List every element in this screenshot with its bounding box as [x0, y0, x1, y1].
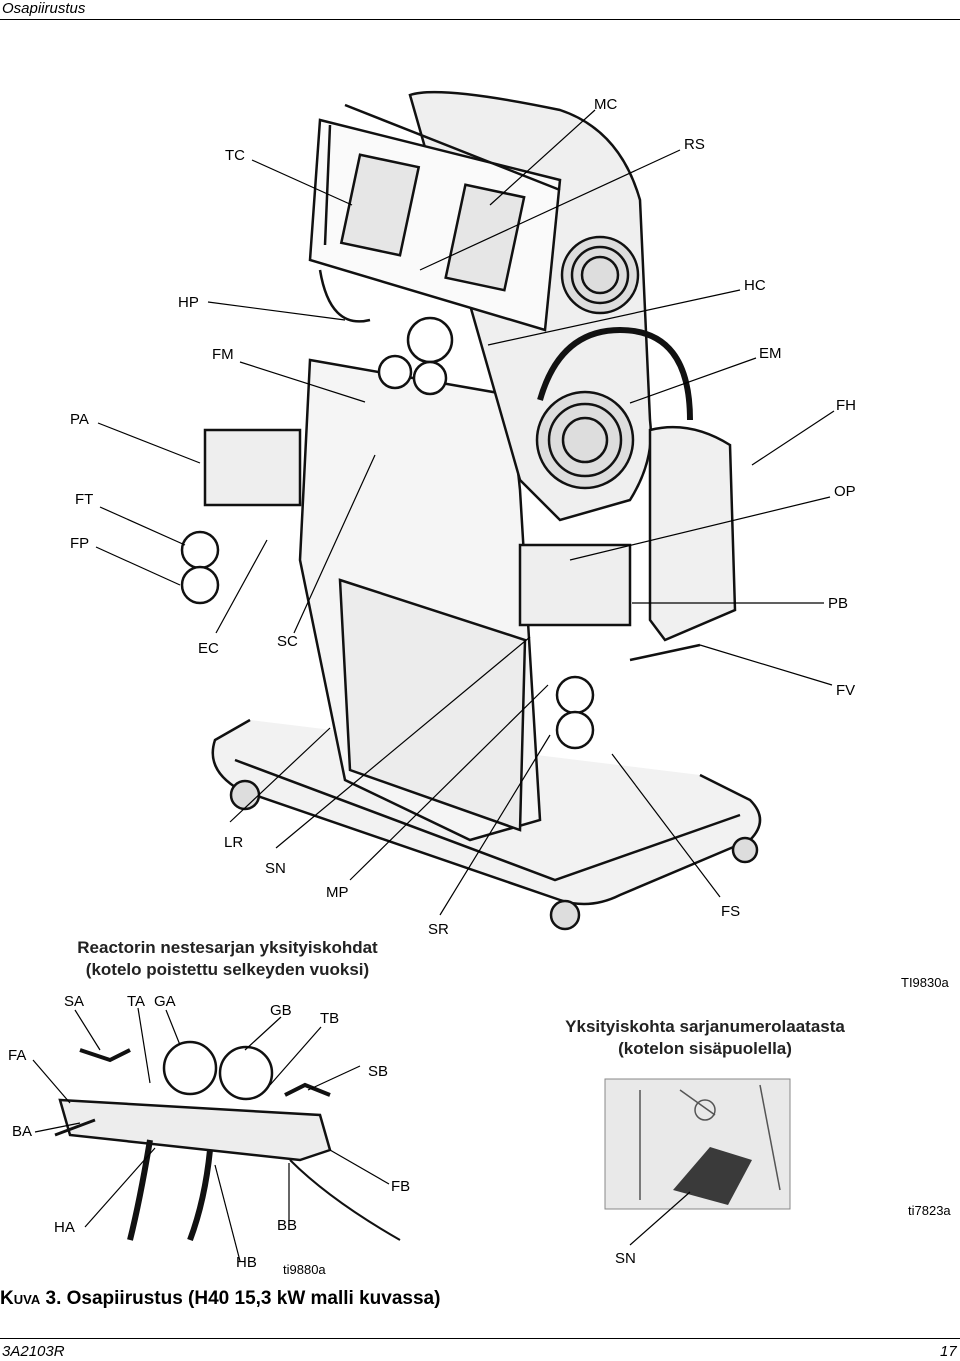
serial-caption-line2: (kotelon sisäpuolella) [618, 1039, 792, 1058]
figure-caption: Kuva 3. Osapiirustus (H40 15,3 kW malli … [0, 1288, 440, 1310]
header-rule [0, 19, 960, 20]
label-tc: TC [225, 147, 245, 164]
manifold-caption-line1: Reactorin nestesarjan yksityiskohdat [77, 938, 378, 957]
label-fb: FB [391, 1178, 411, 1195]
figure-caption-text: 3. Osapiirustus (H40 15,3 kW malli kuvas… [40, 1288, 441, 1309]
label-fm: FM [212, 346, 234, 363]
label-hp: HP [178, 294, 199, 311]
label-ec: EC [198, 640, 219, 657]
label-ga: GA [154, 993, 176, 1010]
figure-caption-prefix-small: uva [13, 1288, 41, 1309]
label-sr: SR [428, 921, 449, 938]
label-lr: LR [224, 834, 244, 851]
label-hc: HC [744, 277, 766, 294]
callout-lines [95, 109, 835, 916]
machine-illustration [180, 90, 762, 931]
label-ha: HA [54, 1219, 75, 1236]
label-fa: FA [8, 1047, 27, 1064]
serial-plate [673, 1147, 752, 1205]
ref-ti9880a: ti9880a [283, 1262, 326, 1277]
label-sn: SN [265, 860, 286, 877]
label-sc: SC [277, 633, 298, 650]
footer-page-number: 17 [940, 1343, 957, 1360]
manifold-caption: Reactorin nestesarjan yksityiskohdat (ko… [20, 937, 435, 981]
label-pa: PA [70, 411, 89, 428]
manifold-caption-line2: (kotelo poistettu selkeyden vuoksi) [85, 960, 370, 979]
label-rs: RS [684, 136, 705, 153]
serial-caption: Yksityiskohta sarjanumerolaatasta (kotel… [500, 1016, 910, 1060]
ref-ti7823a: ti7823a [908, 1203, 951, 1218]
label-ft: FT [75, 491, 94, 508]
label-fs: FS [721, 903, 741, 920]
label-fv: FV [836, 682, 856, 699]
label-sa: SA [64, 993, 85, 1010]
label-ta: TA [127, 993, 146, 1010]
label-mc: MC [594, 96, 618, 113]
manifold-callouts [32, 1007, 390, 1262]
label-em: EM [759, 345, 782, 362]
label-mp: MP [326, 884, 349, 901]
footer-rule [0, 1338, 960, 1339]
serial-label-sn: SN [615, 1250, 636, 1267]
footer-doc-number: 3A2103R [2, 1343, 65, 1360]
section-header: Osapiirustus [2, 0, 86, 17]
label-ba: BA [12, 1123, 33, 1140]
label-hb: HB [236, 1254, 257, 1271]
figure-caption-prefix-big: K [0, 1288, 14, 1309]
label-fh: FH [836, 397, 856, 414]
label-op: OP [834, 483, 856, 500]
label-tb: TB [320, 1010, 340, 1027]
ref-ti9830a: TI9830a [901, 975, 949, 990]
label-gb: GB [270, 1002, 292, 1019]
serial-illustration [639, 1084, 781, 1200]
label-pb: PB [828, 595, 849, 612]
serial-caption-line1: Yksityiskohta sarjanumerolaatasta [565, 1017, 845, 1036]
sn-callout-line [629, 1191, 691, 1246]
label-bb: BB [277, 1217, 298, 1234]
manifold-illustration [54, 1040, 401, 1242]
label-fp: FP [70, 535, 90, 552]
label-sb: SB [368, 1063, 389, 1080]
